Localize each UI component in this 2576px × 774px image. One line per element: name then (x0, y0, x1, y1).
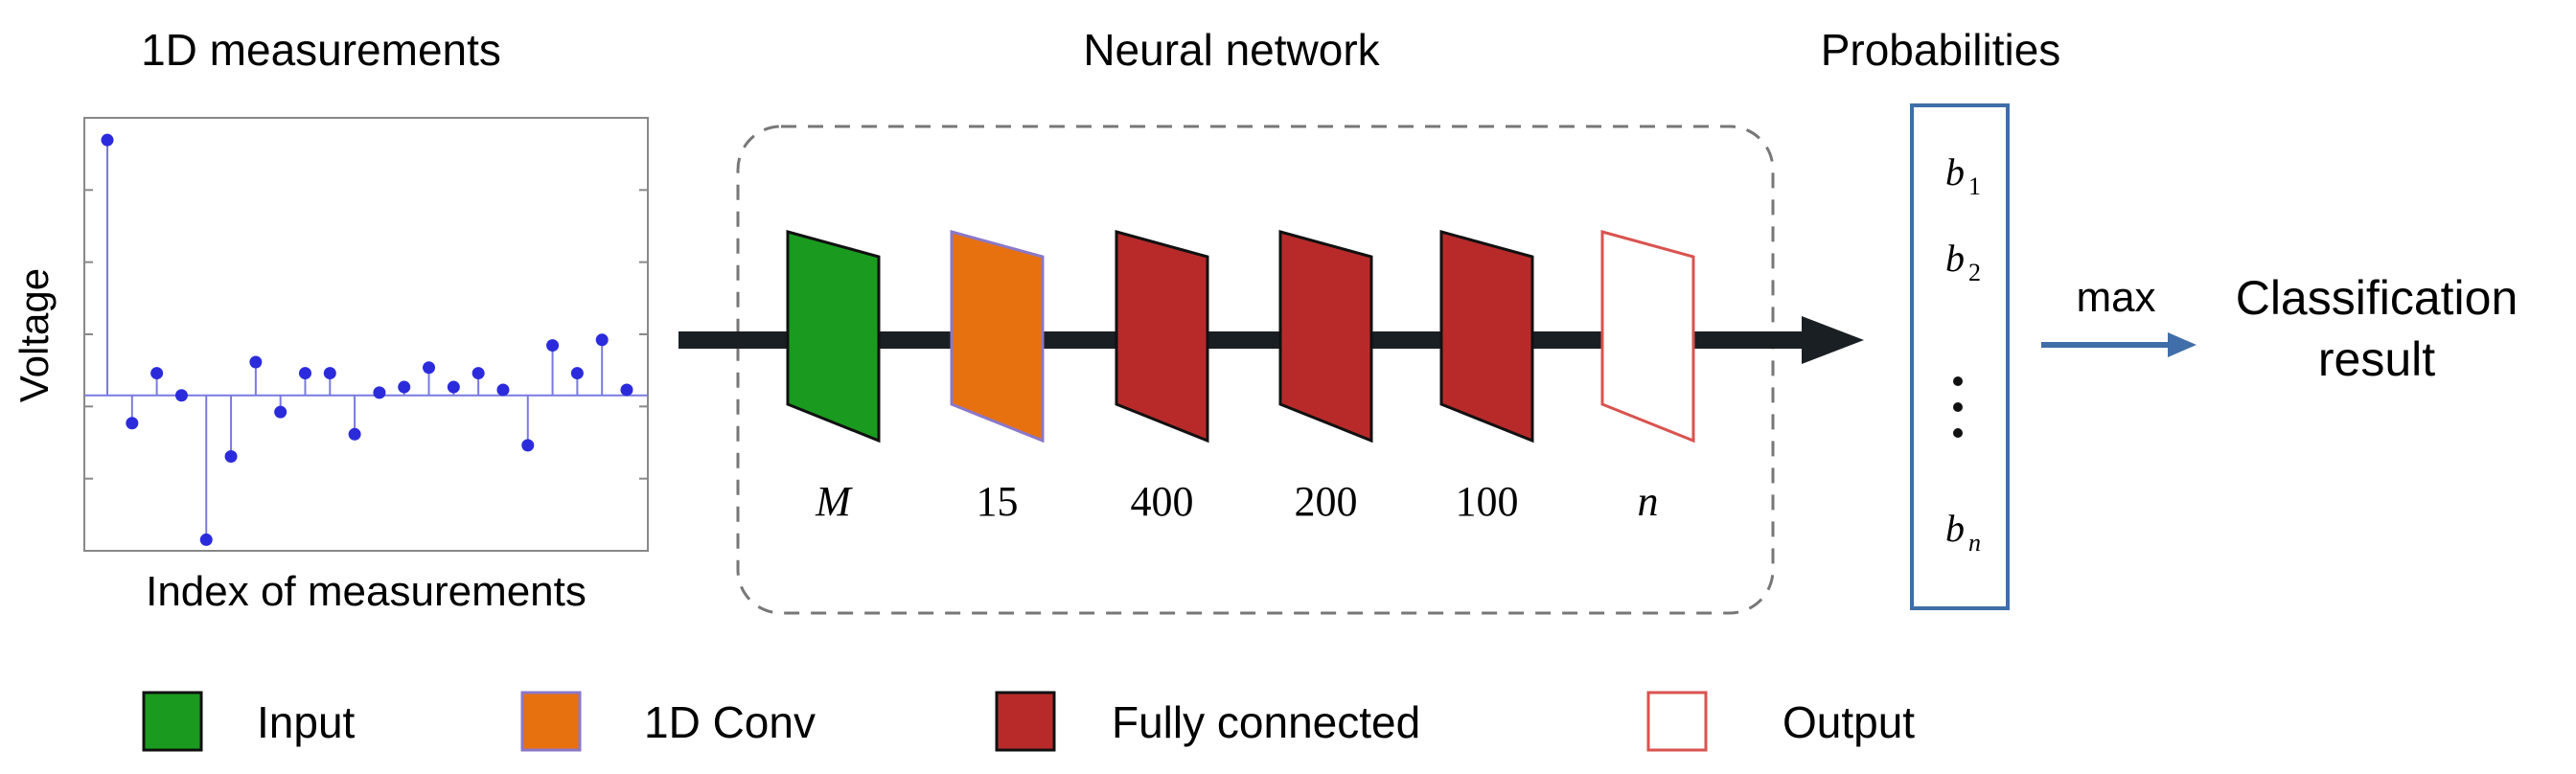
plot-ticks (84, 189, 648, 480)
layer-size-label: 200 (1295, 478, 1358, 525)
legend-swatch-input (142, 691, 203, 752)
stem-point (423, 361, 436, 375)
legend-label-conv: 1D Conv (644, 697, 816, 747)
legend-swatch-conv (520, 691, 582, 752)
stem-point (447, 380, 460, 394)
stem-point (570, 367, 584, 380)
ellipsis-dot (1953, 376, 1963, 386)
network-title: Neural network (1083, 25, 1380, 75)
stem-point (199, 533, 213, 546)
layer-size-label: n (1638, 478, 1659, 525)
layer-size-label: 100 (1456, 478, 1519, 525)
probability-vector-box (1910, 103, 2010, 610)
stem-point (101, 133, 114, 147)
prob-entry-1-base: b (1945, 150, 1965, 194)
layer-conv (950, 230, 1045, 444)
prob-entry-2-sub: 2 (1968, 259, 1981, 286)
legend-item-output: Output (1646, 691, 1915, 752)
stem-series (101, 133, 633, 546)
prob-entry-n-base: b (1945, 507, 1965, 550)
plot-frame (83, 117, 649, 552)
layer-input (786, 230, 881, 444)
stem-point (323, 367, 336, 380)
stem-point (546, 339, 560, 353)
legend: Input 1D Conv Fully connected Output (142, 691, 1915, 752)
prob-entry-1: b 1 (1945, 150, 1981, 200)
main-arrow-head (1802, 316, 1864, 364)
stem-point (373, 386, 386, 399)
stem-point (398, 380, 411, 394)
legend-swatch-fc (995, 691, 1056, 752)
layer-output (1600, 230, 1695, 444)
stem-point (595, 333, 609, 347)
layer-size-label: M (815, 478, 853, 525)
stem-point (150, 367, 164, 380)
prob-entry-n: b n (1945, 507, 1981, 557)
measurements-title: 1D measurements (141, 25, 501, 75)
ellipsis-dot (1953, 402, 1963, 412)
layer-fc (1439, 230, 1534, 444)
network-layers: M 15 400 200 100 n (786, 230, 1695, 525)
stem-point (472, 367, 485, 380)
network-box (736, 125, 1775, 615)
plot-ylabel: Voltage (12, 268, 57, 402)
legend-item-conv: 1D Conv (520, 691, 816, 752)
stem-point (174, 389, 188, 402)
layer-fc (1278, 230, 1373, 444)
stem-point (348, 427, 361, 441)
layer-fc (1115, 230, 1209, 444)
stem-point (620, 383, 633, 397)
legend-item-fc: Fully connected (995, 691, 1420, 752)
legend-label-fc: Fully connected (1112, 697, 1420, 747)
layer-size-label: 400 (1131, 478, 1194, 525)
max-arrow-head (2168, 332, 2196, 357)
probabilities-title: Probabilities (1821, 25, 2061, 75)
stem-point (496, 383, 510, 397)
prob-entry-2-base: b (1945, 237, 1965, 280)
stem-point (274, 405, 288, 419)
measurement-plot: Voltage Index of measurements (12, 117, 649, 615)
prob-entry-n-sub: n (1968, 529, 1981, 557)
result-line-1: Classification (2236, 271, 2518, 325)
stem-point (249, 355, 263, 369)
stem-point (126, 417, 139, 430)
legend-item-input: Input (142, 691, 356, 752)
layer-size-label: 15 (977, 478, 1019, 525)
result-line-2: result (2318, 332, 2435, 386)
stem-point (521, 439, 535, 452)
prob-entry-1-sub: 1 (1968, 172, 1981, 200)
stem-point (298, 367, 311, 380)
legend-swatch-output (1646, 691, 1708, 752)
max-label: max (2076, 274, 2155, 321)
ellipsis-dot (1953, 428, 1963, 438)
prob-entry-2: b 2 (1945, 237, 1981, 286)
stem-point (224, 449, 238, 463)
legend-label-input: Input (257, 697, 356, 747)
plot-xlabel: Index of measurements (146, 568, 586, 615)
legend-label-output: Output (1782, 697, 1915, 747)
